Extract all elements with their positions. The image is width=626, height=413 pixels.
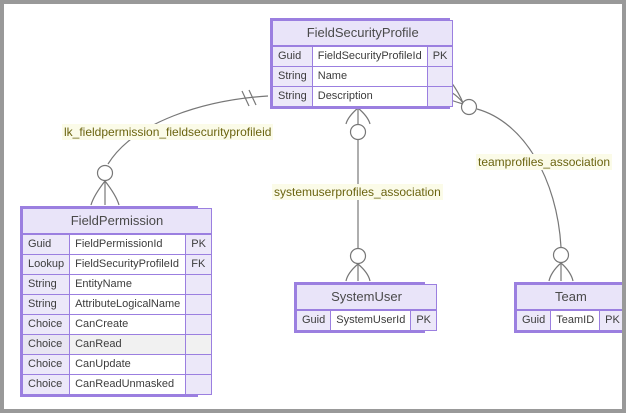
- attribute-name: AttributeLogicalName: [69, 294, 187, 315]
- table-row[interactable]: Guid FieldPermissionId PK: [21, 233, 212, 255]
- attribute-name: FieldSecurityProfileId: [311, 45, 428, 67]
- attribute-name: CanCreate: [69, 314, 187, 335]
- attribute-key: [185, 294, 212, 315]
- relationship-label-lk-fieldpermission-fieldsecurityprofileid: lk_fieldpermission_fieldsecurityprofilei…: [62, 124, 274, 140]
- attribute-type: Guid: [21, 233, 71, 255]
- attribute-type: String: [21, 274, 71, 295]
- table-row[interactable]: Choice CanUpdate: [21, 354, 212, 375]
- attribute-type: String: [272, 86, 313, 107]
- attribute-key: PK: [185, 233, 212, 255]
- attribute-name: SystemUserId: [330, 309, 412, 331]
- table-row[interactable]: Guid FieldSecurityProfileId PK: [272, 45, 454, 67]
- attribute-type: Guid: [295, 309, 332, 331]
- entity-title: Team: [516, 284, 622, 311]
- attribute-key: PK: [410, 309, 438, 331]
- entity-title: FieldPermission: [22, 208, 212, 235]
- entity-team[interactable]: Team Guid TeamID PK: [514, 282, 622, 333]
- attribute-name: FieldPermissionId: [69, 233, 187, 255]
- attribute-name: Description: [311, 86, 428, 107]
- attribute-name: TeamID: [550, 309, 601, 331]
- table-row[interactable]: String AttributeLogicalName: [21, 294, 212, 315]
- attribute-key: PK: [426, 45, 454, 67]
- connector-teamprofiles-association: [450, 81, 574, 282]
- attribute-type: Choice: [21, 374, 71, 395]
- attribute-type: Guid: [515, 309, 552, 331]
- connector-lk-fieldpermission-fieldsecurityprofileid: [90, 89, 269, 206]
- entity-title: FieldSecurityProfile: [271, 20, 454, 47]
- entity-title: SystemUser: [295, 284, 438, 311]
- table-row[interactable]: Choice CanRead: [21, 334, 212, 355]
- attribute-key: [426, 86, 454, 107]
- attribute-type: String: [272, 66, 313, 87]
- attribute-key: [185, 274, 212, 295]
- table-row[interactable]: Choice CanCreate: [21, 314, 212, 335]
- attribute-key: FK: [185, 254, 212, 275]
- attribute-name: CanReadUnmasked: [69, 374, 187, 395]
- table-row[interactable]: Guid SystemUserId PK: [295, 309, 438, 331]
- attribute-key: [185, 314, 212, 335]
- table-row[interactable]: String Name: [272, 66, 454, 87]
- attribute-type: Choice: [21, 314, 71, 335]
- attribute-name: Name: [311, 66, 428, 87]
- table-row[interactable]: Choice CanReadUnmasked: [21, 374, 212, 395]
- attribute-type: Choice: [21, 334, 71, 355]
- entity-fieldpermission[interactable]: FieldPermission Guid FieldPermissionId P…: [20, 206, 212, 397]
- attribute-key: [185, 334, 212, 355]
- attribute-type: Guid: [272, 45, 313, 67]
- relationship-label-teamprofiles-association: teamprofiles_association: [476, 154, 613, 170]
- table-row[interactable]: Lookup FieldSecurityProfileId FK: [21, 254, 212, 275]
- attribute-type: Choice: [21, 354, 71, 375]
- table-row[interactable]: Guid TeamID PK: [515, 309, 622, 331]
- attribute-key: [426, 66, 454, 87]
- attribute-key: [185, 374, 212, 395]
- attribute-name: CanUpdate: [69, 354, 187, 375]
- table-row[interactable]: String EntityName: [21, 274, 212, 295]
- attribute-name: CanRead: [69, 334, 187, 355]
- relationship-label-systemuserprofiles-association: systemuserprofiles_association: [272, 184, 443, 200]
- entity-fieldsecurityprofile[interactable]: FieldSecurityProfile Guid FieldSecurityP…: [270, 18, 454, 109]
- table-row[interactable]: String Description: [272, 86, 454, 107]
- attribute-key: PK: [599, 309, 622, 331]
- attribute-key: [185, 354, 212, 375]
- attribute-type: Lookup: [21, 254, 71, 275]
- attribute-type: String: [21, 294, 71, 315]
- attribute-name: EntityName: [69, 274, 187, 295]
- entity-systemuser[interactable]: SystemUser Guid SystemUserId PK: [294, 282, 438, 333]
- attribute-name: FieldSecurityProfileId: [69, 254, 187, 275]
